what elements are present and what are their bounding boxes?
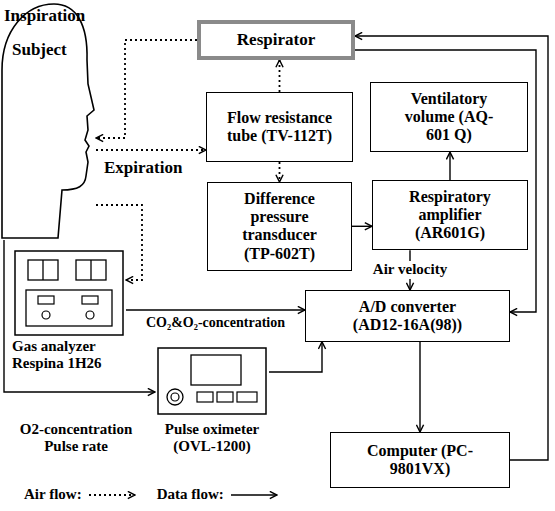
panel-button (38, 296, 54, 304)
node-text: Pulse oximeter (OVL-1200) (156, 421, 268, 456)
legend-text: Air flow: (24, 486, 82, 503)
gas-analyzer: Gas analyzer Respina 1H26 (12, 248, 126, 377)
edge-label: CO₂&O₂-concentration (144, 315, 287, 331)
pulse-oximeter: Pulse oximeter (OVL-1200) (155, 345, 269, 460)
legend: Air flow: Data flow: (24, 486, 299, 503)
flow-label: Inspiration (4, 6, 85, 26)
data-flow-arrow (4, 240, 155, 392)
control-panel (26, 290, 112, 326)
panel-button (237, 392, 257, 402)
process-box: Respiratory amplifier (AR601G) (372, 180, 528, 250)
edge-label: Air velocity (371, 261, 449, 278)
node-text: A/D converter (AD12-16A(98)) (333, 298, 483, 335)
panel-button (217, 392, 233, 402)
node-text: Computer (PC-9801VX) (360, 442, 480, 479)
legend-text: Data flow: (157, 486, 224, 503)
legend-line (231, 494, 277, 495)
process-box: Difference pressure transducer (TP-602T) (207, 182, 352, 271)
display-divider (90, 260, 91, 280)
node-text: Subject (12, 40, 67, 60)
device-housing (158, 348, 266, 414)
legend-line (89, 494, 135, 496)
panel-knob (42, 311, 50, 319)
process-box: A/D converter (AD12-16A(98)) (305, 290, 510, 342)
panel-button (82, 296, 98, 304)
knob (167, 389, 183, 405)
data-flow-arrow (419, 342, 420, 432)
node-text: Gas analyzer Respina 1H26 (12, 338, 122, 373)
display-window (76, 260, 106, 280)
head-profile (2, 4, 94, 238)
data-flow-arrow (269, 342, 322, 372)
head-outline (0, 0, 96, 240)
node-text: Respirator (237, 30, 315, 50)
process-box: Ventilatory volume (AQ-601 Q) (370, 82, 528, 152)
node-text: Difference pressure transducer (TP-602T) (230, 190, 330, 264)
flow-label: Expiration (104, 158, 182, 178)
display-window (191, 355, 241, 385)
legend-sample (87, 488, 139, 502)
air-flow-arrow (96, 149, 206, 151)
pulse-oximeter-drawing (158, 348, 266, 414)
panel-knob (86, 311, 94, 319)
panel-button (197, 392, 213, 402)
process-box: Computer (PC-9801VX) (330, 432, 510, 488)
node-text: Respiratory amplifier (AR601G) (395, 188, 505, 243)
legend-item: Data flow: (157, 486, 281, 503)
node-text: Ventilatory volume (AQ-601 Q) (394, 90, 504, 145)
data-flow-arrow (355, 50, 536, 312)
subject-head: Subject (0, 0, 96, 240)
air-flow-arrow (279, 60, 281, 92)
data-flow-arrow (352, 226, 372, 227)
node-text: Flow resistance tube (TV-112T) (215, 109, 345, 146)
data-flow-arrow (355, 36, 548, 460)
device-housing (15, 251, 123, 335)
process-box: Flow resistance tube (TV-112T) (206, 92, 353, 162)
data-flow-arrow (449, 152, 450, 180)
legend-item: Air flow: (24, 486, 139, 503)
respirator-box: Respirator (197, 20, 355, 60)
display-divider (42, 260, 43, 280)
gas-analyzer-drawing (15, 251, 123, 335)
data-flow-arrow (126, 309, 305, 310)
knob-center (171, 393, 179, 401)
air-flow-arrow (279, 162, 281, 182)
signal-label: O2-concentration Pulse rate (6, 421, 146, 456)
legend-sample (229, 488, 281, 502)
display-window (28, 260, 58, 280)
air-flow-arrow (96, 40, 197, 138)
